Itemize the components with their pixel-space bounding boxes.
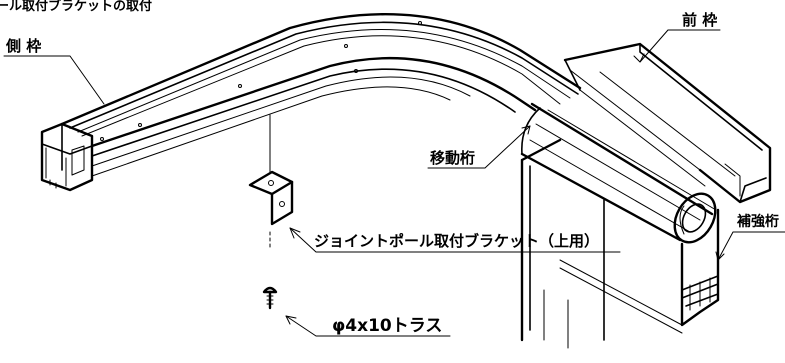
truss-screw — [262, 286, 278, 310]
joint-pole-bracket — [248, 114, 294, 251]
label-side-frame: 側 枠 — [5, 37, 41, 55]
label-moving-beam: 移動桁 — [430, 149, 475, 167]
front-frame-box — [563, 42, 772, 204]
reinforcing-beam-box — [520, 138, 720, 349]
label-screw: φ4x10トラス — [332, 316, 442, 336]
moving-beam-roller — [520, 102, 717, 244]
header-caption: ール取付ブラケットの取付 — [0, 0, 152, 14]
label-reinforcing-beam: 補強桁 — [736, 213, 779, 230]
label-front-frame: 前 枠 — [682, 11, 717, 29]
label-joint-pole-bracket: ジョイントポール取付ブラケット（上用） — [314, 232, 599, 250]
side-frame-rail — [40, 13, 582, 192]
leader-lines — [3, 29, 785, 337]
